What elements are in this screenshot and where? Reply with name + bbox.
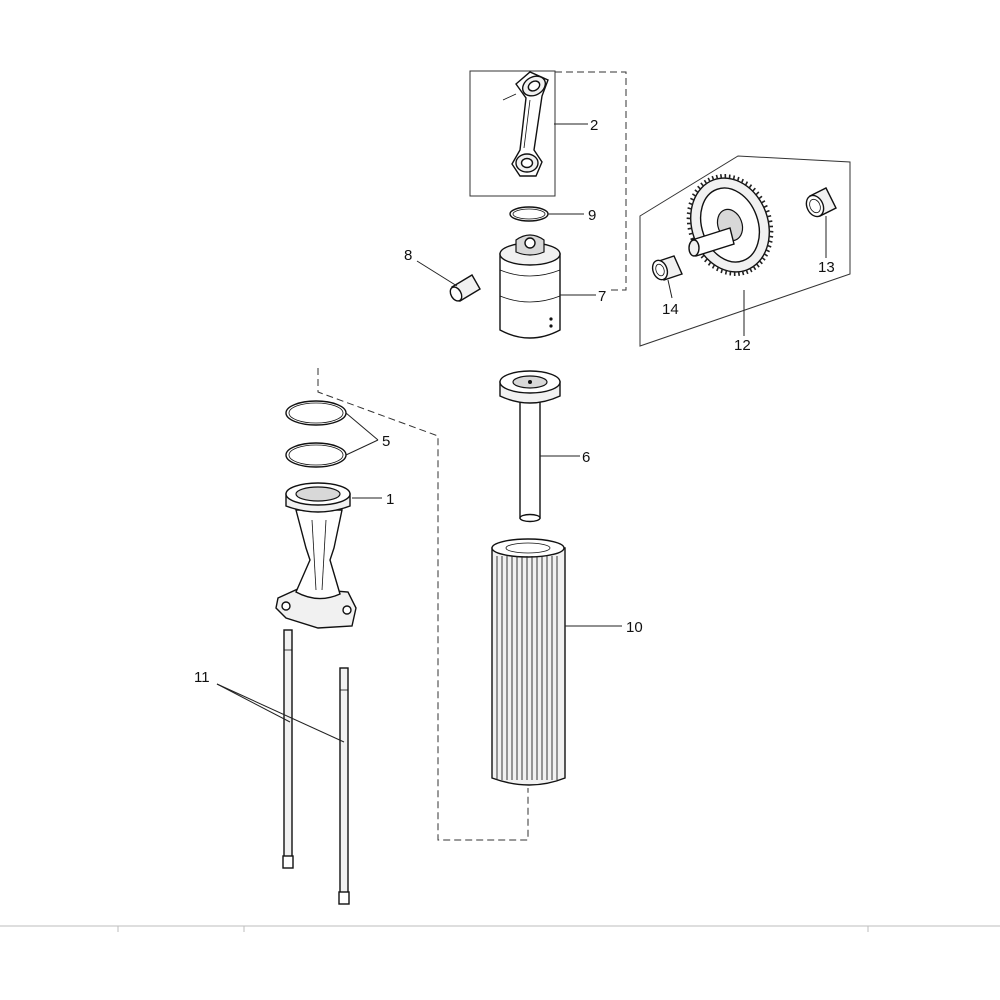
gear-tooth: [768, 220, 773, 223]
gear-tooth: [768, 235, 774, 238]
part-1-pump-head: [275, 482, 357, 629]
gear-tooth: [688, 202, 693, 206]
gear-tooth: [686, 222, 692, 225]
gear-tooth: [729, 271, 732, 276]
gear-tooth: [691, 193, 697, 197]
gear-tooth: [719, 174, 723, 179]
callout-9: 9: [588, 207, 596, 224]
gear-tooth: [690, 237, 695, 241]
callout-8: 8: [404, 247, 412, 264]
gear-tooth: [756, 263, 760, 268]
gear-tooth: [763, 204, 768, 209]
assembly-guide-lines: [317, 71, 627, 841]
gear-tooth: [768, 225, 774, 228]
gear-tooth: [700, 182, 704, 187]
callout-5: 5: [382, 433, 390, 450]
gear-tooth: [763, 253, 769, 257]
gear-tooth: [748, 184, 753, 189]
gear-tooth: [761, 200, 766, 204]
gear-tooth: [761, 256, 766, 261]
gear-tooth: [715, 174, 719, 180]
part-13-bushing: [805, 187, 837, 218]
callout-6: 6: [582, 449, 590, 466]
gear-tooth: [740, 178, 744, 184]
gear-tooth: [765, 249, 770, 253]
gear-tooth: [749, 268, 753, 273]
gear-tooth: [736, 176, 740, 182]
callout-7: 7: [598, 288, 606, 305]
part-14-bearing: [651, 255, 683, 281]
gear-tooth: [728, 174, 731, 179]
gear-tooth: [758, 195, 763, 200]
gear-tooth: [686, 212, 692, 215]
gear-tooth: [769, 230, 774, 233]
gear-tooth: [694, 189, 699, 194]
gear-tooth: [707, 261, 712, 266]
gear-tooth: [686, 217, 691, 220]
gear-tooth: [759, 260, 763, 265]
gear-tooth: [690, 197, 695, 201]
part-7-piston: [499, 234, 561, 339]
gear-tooth: [765, 209, 770, 213]
gear-teeth: [686, 174, 774, 276]
gear-tooth: [711, 175, 715, 181]
page-border-rule: [0, 925, 1000, 932]
part-11-tie-rods: [282, 629, 350, 905]
leader-lines: [216, 123, 827, 743]
gear-tooth: [688, 232, 693, 235]
callout-labels: 2 9 8 7 6 10 1 5 11 12 13 14: [194, 117, 835, 686]
gear-tooth: [732, 175, 736, 180]
gear-tooth: [768, 240, 773, 243]
gear-tooth: [724, 270, 728, 275]
part-6-plunger: [499, 370, 561, 523]
callout-12: 12: [734, 337, 751, 354]
gear-tooth: [752, 187, 756, 192]
gear-tooth: [711, 264, 716, 269]
part-5-seal-rings: [285, 400, 347, 468]
gear-tooth: [744, 181, 749, 186]
gear-tooth: [716, 266, 720, 272]
part-2-connecting-rod: [469, 70, 556, 197]
callout-10: 10: [626, 619, 643, 636]
gear-tooth: [697, 185, 701, 190]
part-10-finned-cylinder: [491, 538, 566, 786]
gear-tooth: [745, 269, 749, 275]
gear-tooth: [687, 227, 692, 230]
part-8-piston-pin: [449, 274, 481, 302]
gear-tooth: [752, 266, 757, 271]
callout-1: 1: [386, 491, 394, 508]
gear-tooth: [767, 244, 772, 248]
gear-tooth: [755, 191, 760, 196]
callout-13: 13: [818, 259, 835, 276]
gear-tooth: [767, 215, 772, 218]
gear-tooth: [733, 271, 736, 276]
gear-tooth: [703, 179, 708, 184]
callout-11: 11: [194, 669, 210, 686]
gear-tooth: [700, 254, 705, 259]
part-12-gear-assembly: [639, 155, 851, 347]
gear-tooth: [741, 270, 745, 276]
gear-tooth: [724, 174, 727, 179]
callout-2: 2: [590, 117, 598, 134]
gear-tooth: [737, 271, 741, 276]
callout-14: 14: [662, 301, 679, 318]
gear-tooth: [704, 258, 708, 263]
cylinder-fins: [496, 556, 558, 780]
gear-tooth: [687, 207, 692, 210]
gear-tooth: [720, 268, 724, 274]
gear-tooth: [707, 177, 711, 182]
part-9-o-ring: [509, 206, 549, 222]
